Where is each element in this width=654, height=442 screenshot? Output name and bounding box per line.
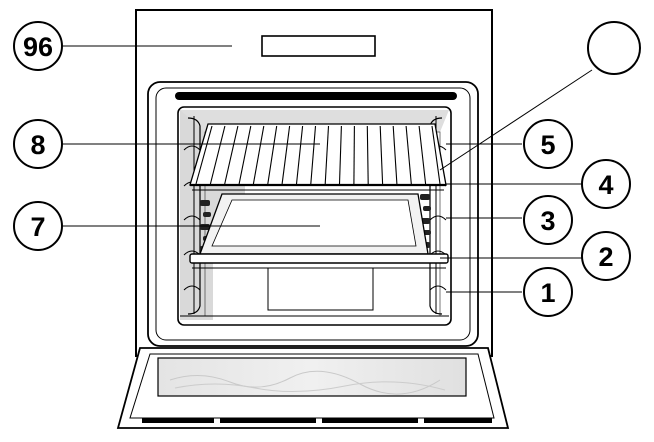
shelf-wire xyxy=(252,125,265,185)
shelf-wire xyxy=(338,125,342,185)
shelf-wire xyxy=(238,125,252,185)
shelf-wire xyxy=(405,125,412,185)
callout-7-label: 7 xyxy=(30,212,45,242)
shelf-wire xyxy=(366,125,369,185)
callout-1-label: 1 xyxy=(540,278,555,308)
callout-96: 96 xyxy=(13,21,63,71)
shelf-wire xyxy=(195,125,213,185)
callout-3: 3 xyxy=(523,195,573,245)
callout-96-label: 96 xyxy=(23,32,53,62)
shelf-wire xyxy=(379,125,384,185)
callout-5-label: 5 xyxy=(540,130,555,160)
callout-4-label: 4 xyxy=(598,170,613,200)
shelf-wire xyxy=(418,125,427,185)
callout-2: 2 xyxy=(581,231,631,281)
leader-lines xyxy=(62,45,593,293)
callout-4: 4 xyxy=(581,159,631,209)
baking-tray xyxy=(189,193,449,269)
shelf-wire xyxy=(324,125,330,185)
wire-shelf xyxy=(189,123,447,191)
shelf-wire xyxy=(310,125,317,185)
oven-door xyxy=(116,347,510,429)
side-rails-left xyxy=(183,116,211,315)
callout-3-label: 3 xyxy=(540,206,555,236)
callout-1: 1 xyxy=(523,267,573,317)
callout-5: 5 xyxy=(523,119,573,169)
shelf-wire xyxy=(431,125,441,185)
shelf-wire xyxy=(392,125,398,185)
top-heating-element xyxy=(175,92,457,100)
callout-8: 8 xyxy=(13,119,63,169)
leader-blank xyxy=(439,69,593,171)
callout-7: 7 xyxy=(13,201,63,251)
callout-2-label: 2 xyxy=(598,242,613,272)
shelf-wire xyxy=(353,125,355,185)
shelf-wire xyxy=(267,125,278,185)
callout-8-label: 8 xyxy=(30,130,45,160)
shelf-wire xyxy=(224,125,239,185)
control-display xyxy=(261,35,376,57)
callout-blank xyxy=(587,21,641,75)
shelf-wire xyxy=(295,125,304,185)
shelf-wire xyxy=(209,125,226,185)
shelf-wire xyxy=(281,125,291,185)
